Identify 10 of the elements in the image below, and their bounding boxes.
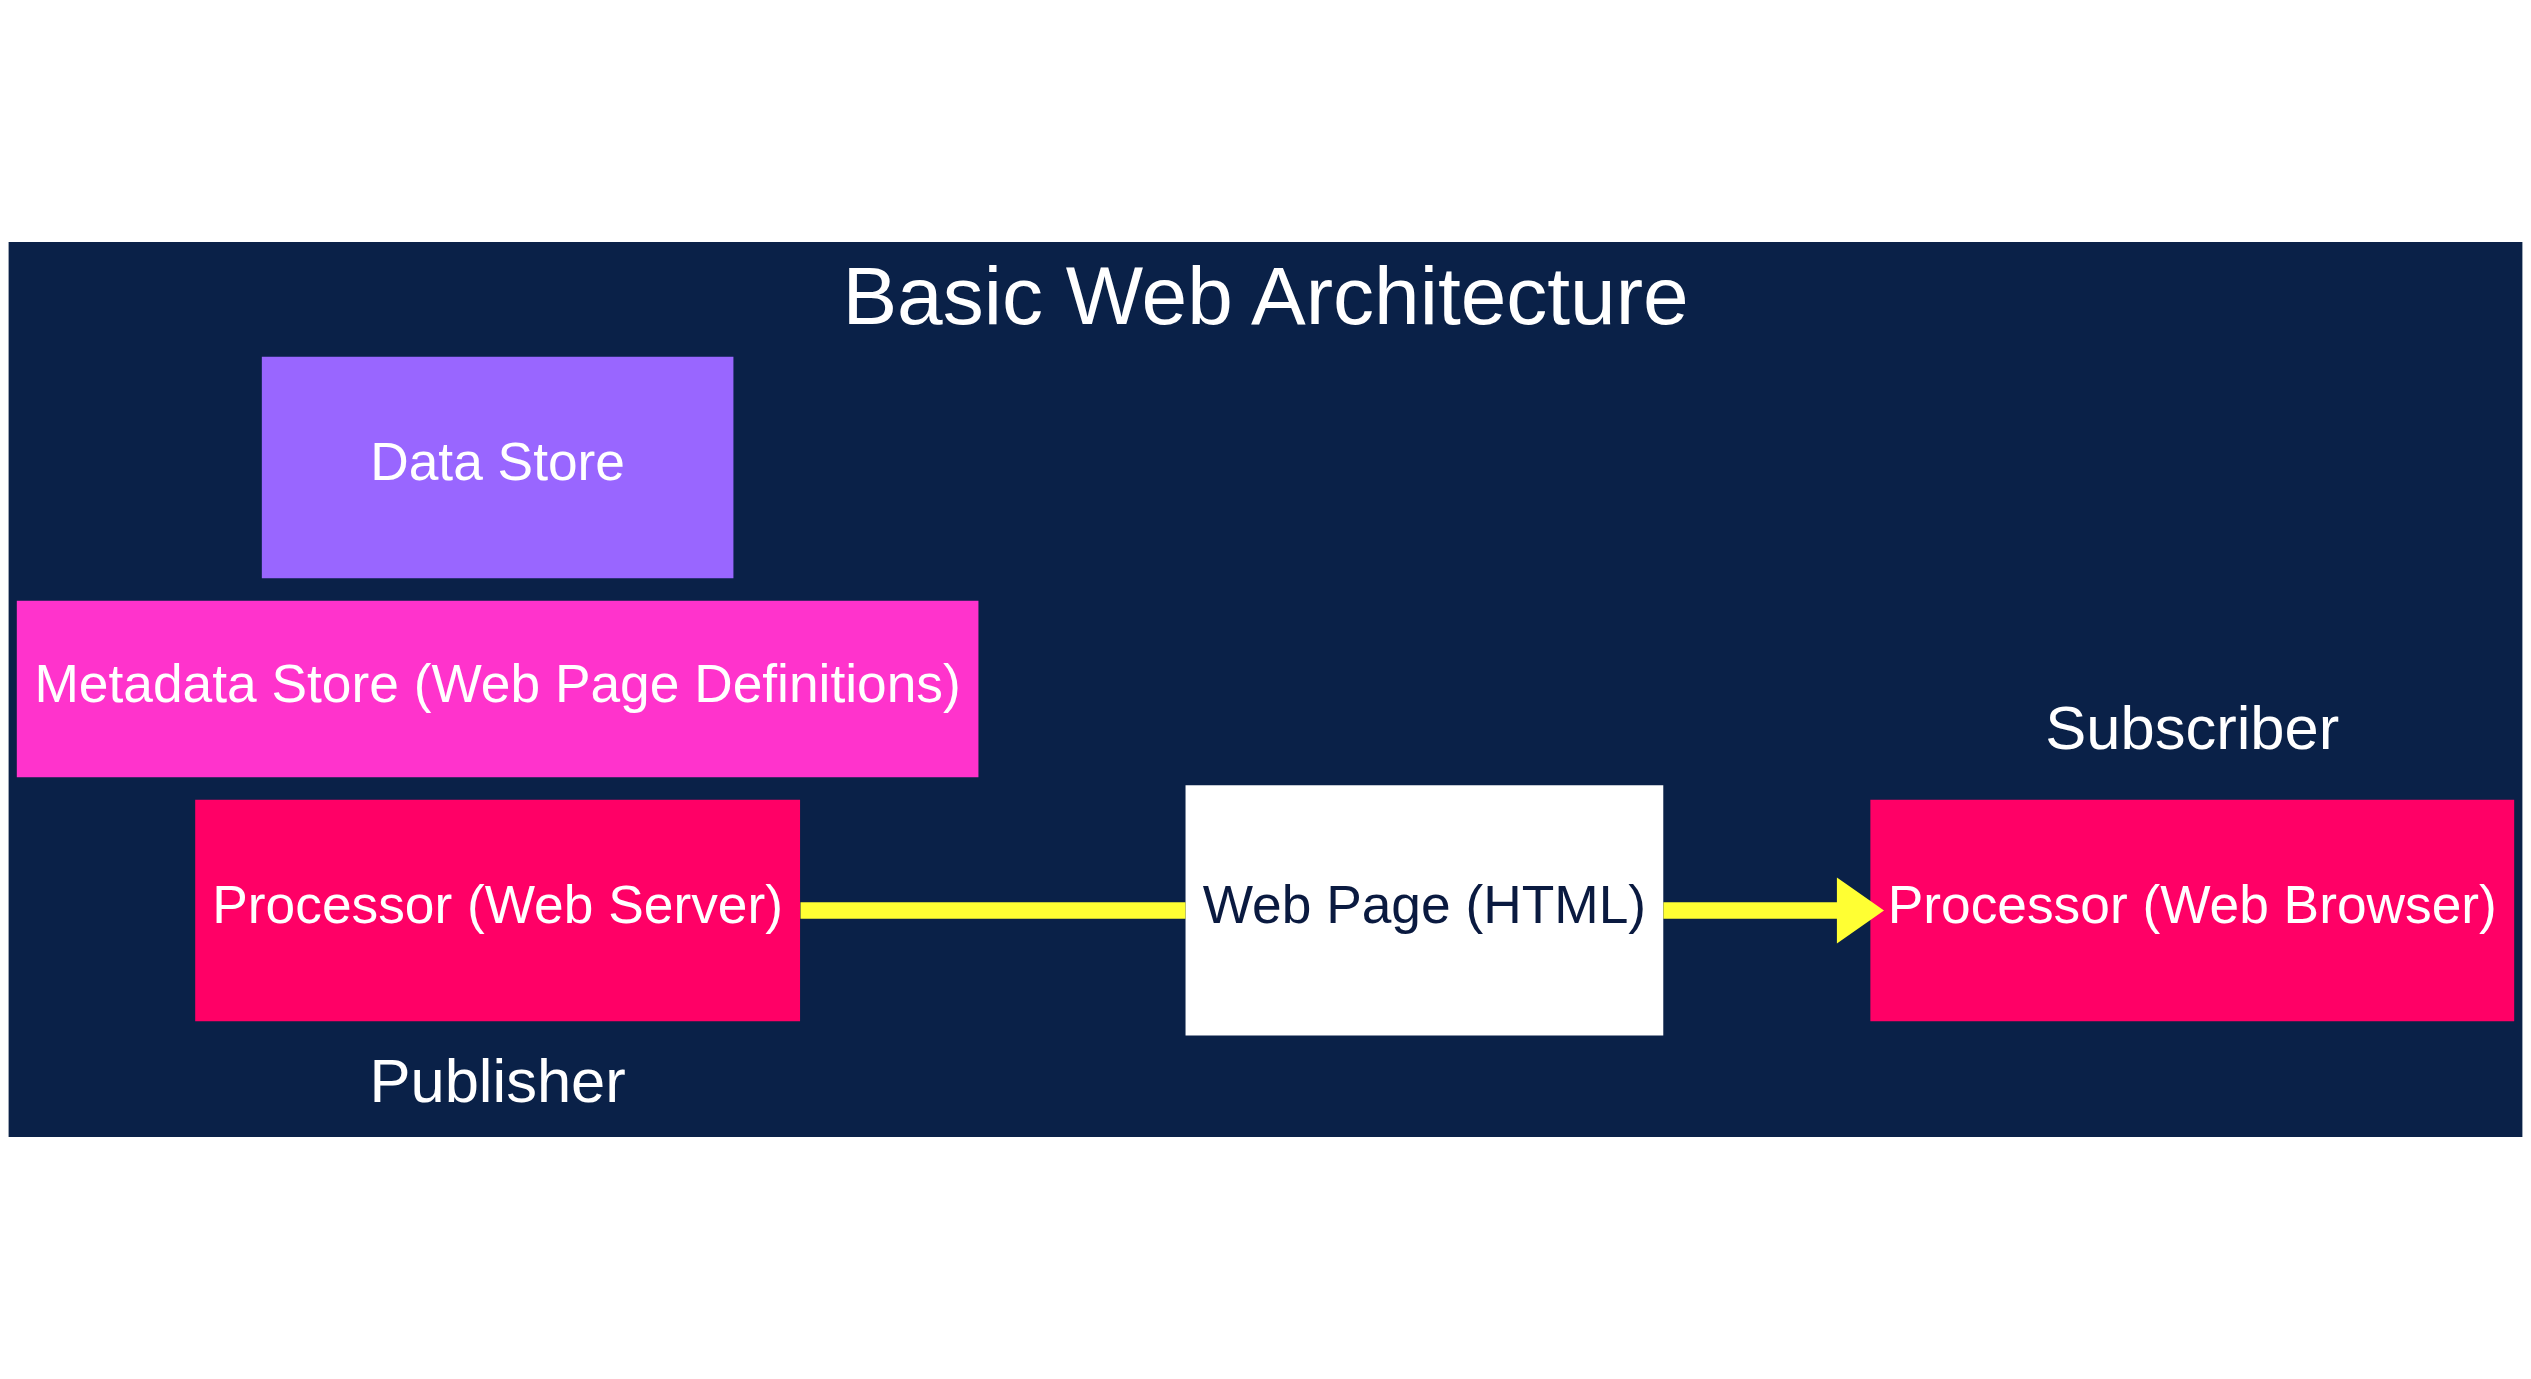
node-box: Data Store — [261, 356, 734, 579]
node-box: Metadata Store (Web Page Definitions) — [16, 600, 979, 778]
node-box: Processor (Web Browser) — [1870, 799, 2515, 1022]
label: Subscriber — [2045, 693, 2340, 763]
node-box: Web Page (HTML) — [1185, 785, 1664, 1036]
node-box: Processor (Web Server) — [195, 799, 801, 1022]
connector — [800, 902, 1186, 919]
arrow — [1663, 877, 1884, 944]
label: Publisher — [369, 1046, 626, 1116]
diagram-title: Basic Web Architecture — [842, 250, 1689, 342]
